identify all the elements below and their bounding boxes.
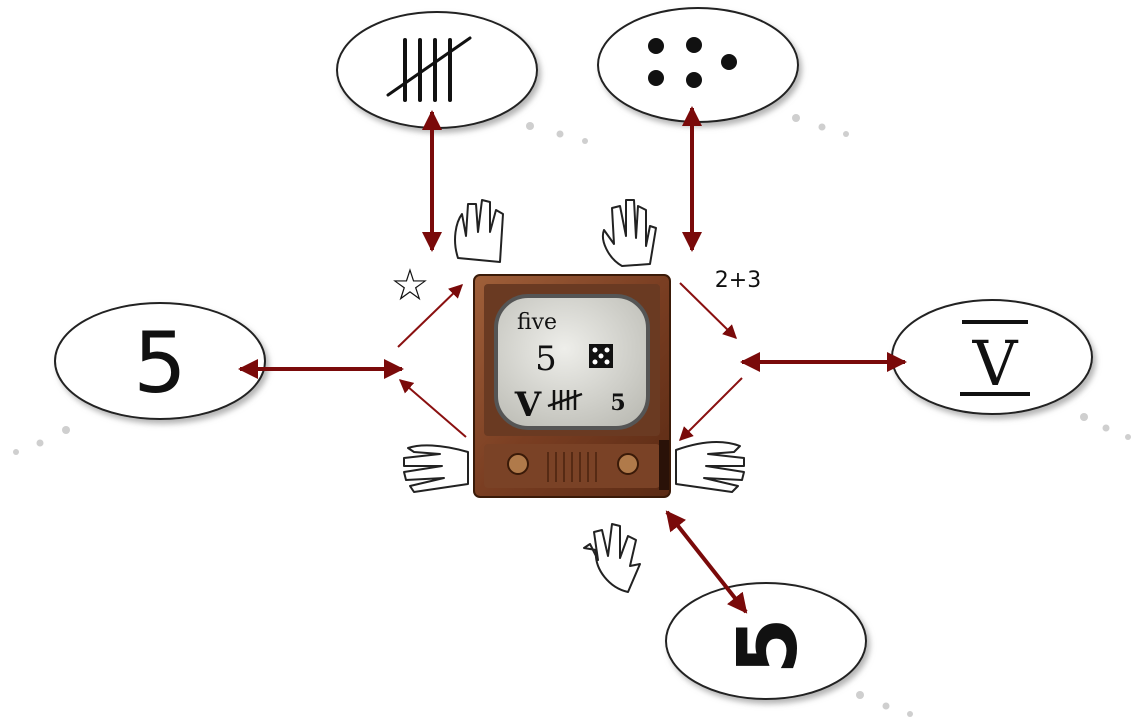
- screen-tally-icon: [547, 390, 583, 410]
- hand-icon: [403, 444, 469, 493]
- tally-marks-icon: [386, 36, 472, 102]
- thin-arrow-in: [679, 377, 743, 441]
- stylized-link-arrow: [665, 510, 748, 614]
- arabic-numeral-label: 5: [133, 314, 186, 412]
- thin-arrow-in: [397, 284, 464, 348]
- screen-dice-icon: [589, 344, 613, 368]
- star-icon: ☆: [390, 260, 429, 311]
- screen-digit: 5: [535, 339, 557, 379]
- stylized-numeral-bubble: 5: [665, 582, 867, 700]
- trailing-dots: [526, 122, 588, 144]
- trailing-dots: [1080, 413, 1131, 440]
- roman-numeral-bubble: V: [891, 299, 1093, 415]
- thin-arrow-out: [679, 282, 737, 339]
- tally-bubble: [336, 11, 538, 129]
- thin-arrows: [397, 282, 743, 441]
- tv-knob: [617, 453, 639, 475]
- trailing-dots: [856, 691, 913, 717]
- hand-icon: [602, 199, 657, 267]
- hand-icon: [583, 523, 641, 593]
- hand-icon: [675, 440, 745, 493]
- hand-icon: [454, 199, 504, 263]
- trailing-dots: [792, 114, 849, 137]
- five-dots-icon: [648, 37, 737, 88]
- dots-bubble: [597, 7, 799, 123]
- thin-arrow-out: [398, 379, 467, 438]
- double-arrows: [238, 106, 907, 614]
- tv-screen: [494, 294, 650, 430]
- speaker-grille: [547, 452, 597, 482]
- screen-roman: V: [514, 385, 542, 425]
- roman-numeral-label: V: [972, 327, 1019, 400]
- screen-word: five: [517, 310, 557, 335]
- stylized-numeral-label: 5: [721, 617, 816, 674]
- tv-knob: [507, 453, 529, 475]
- arabic-numeral-bubble: 5: [54, 302, 266, 420]
- screen-small-digit: 5: [610, 390, 625, 416]
- sum-label: 2+3: [715, 268, 761, 293]
- television: five 5 V 5: [473, 274, 671, 498]
- trailing-dots: [13, 426, 70, 455]
